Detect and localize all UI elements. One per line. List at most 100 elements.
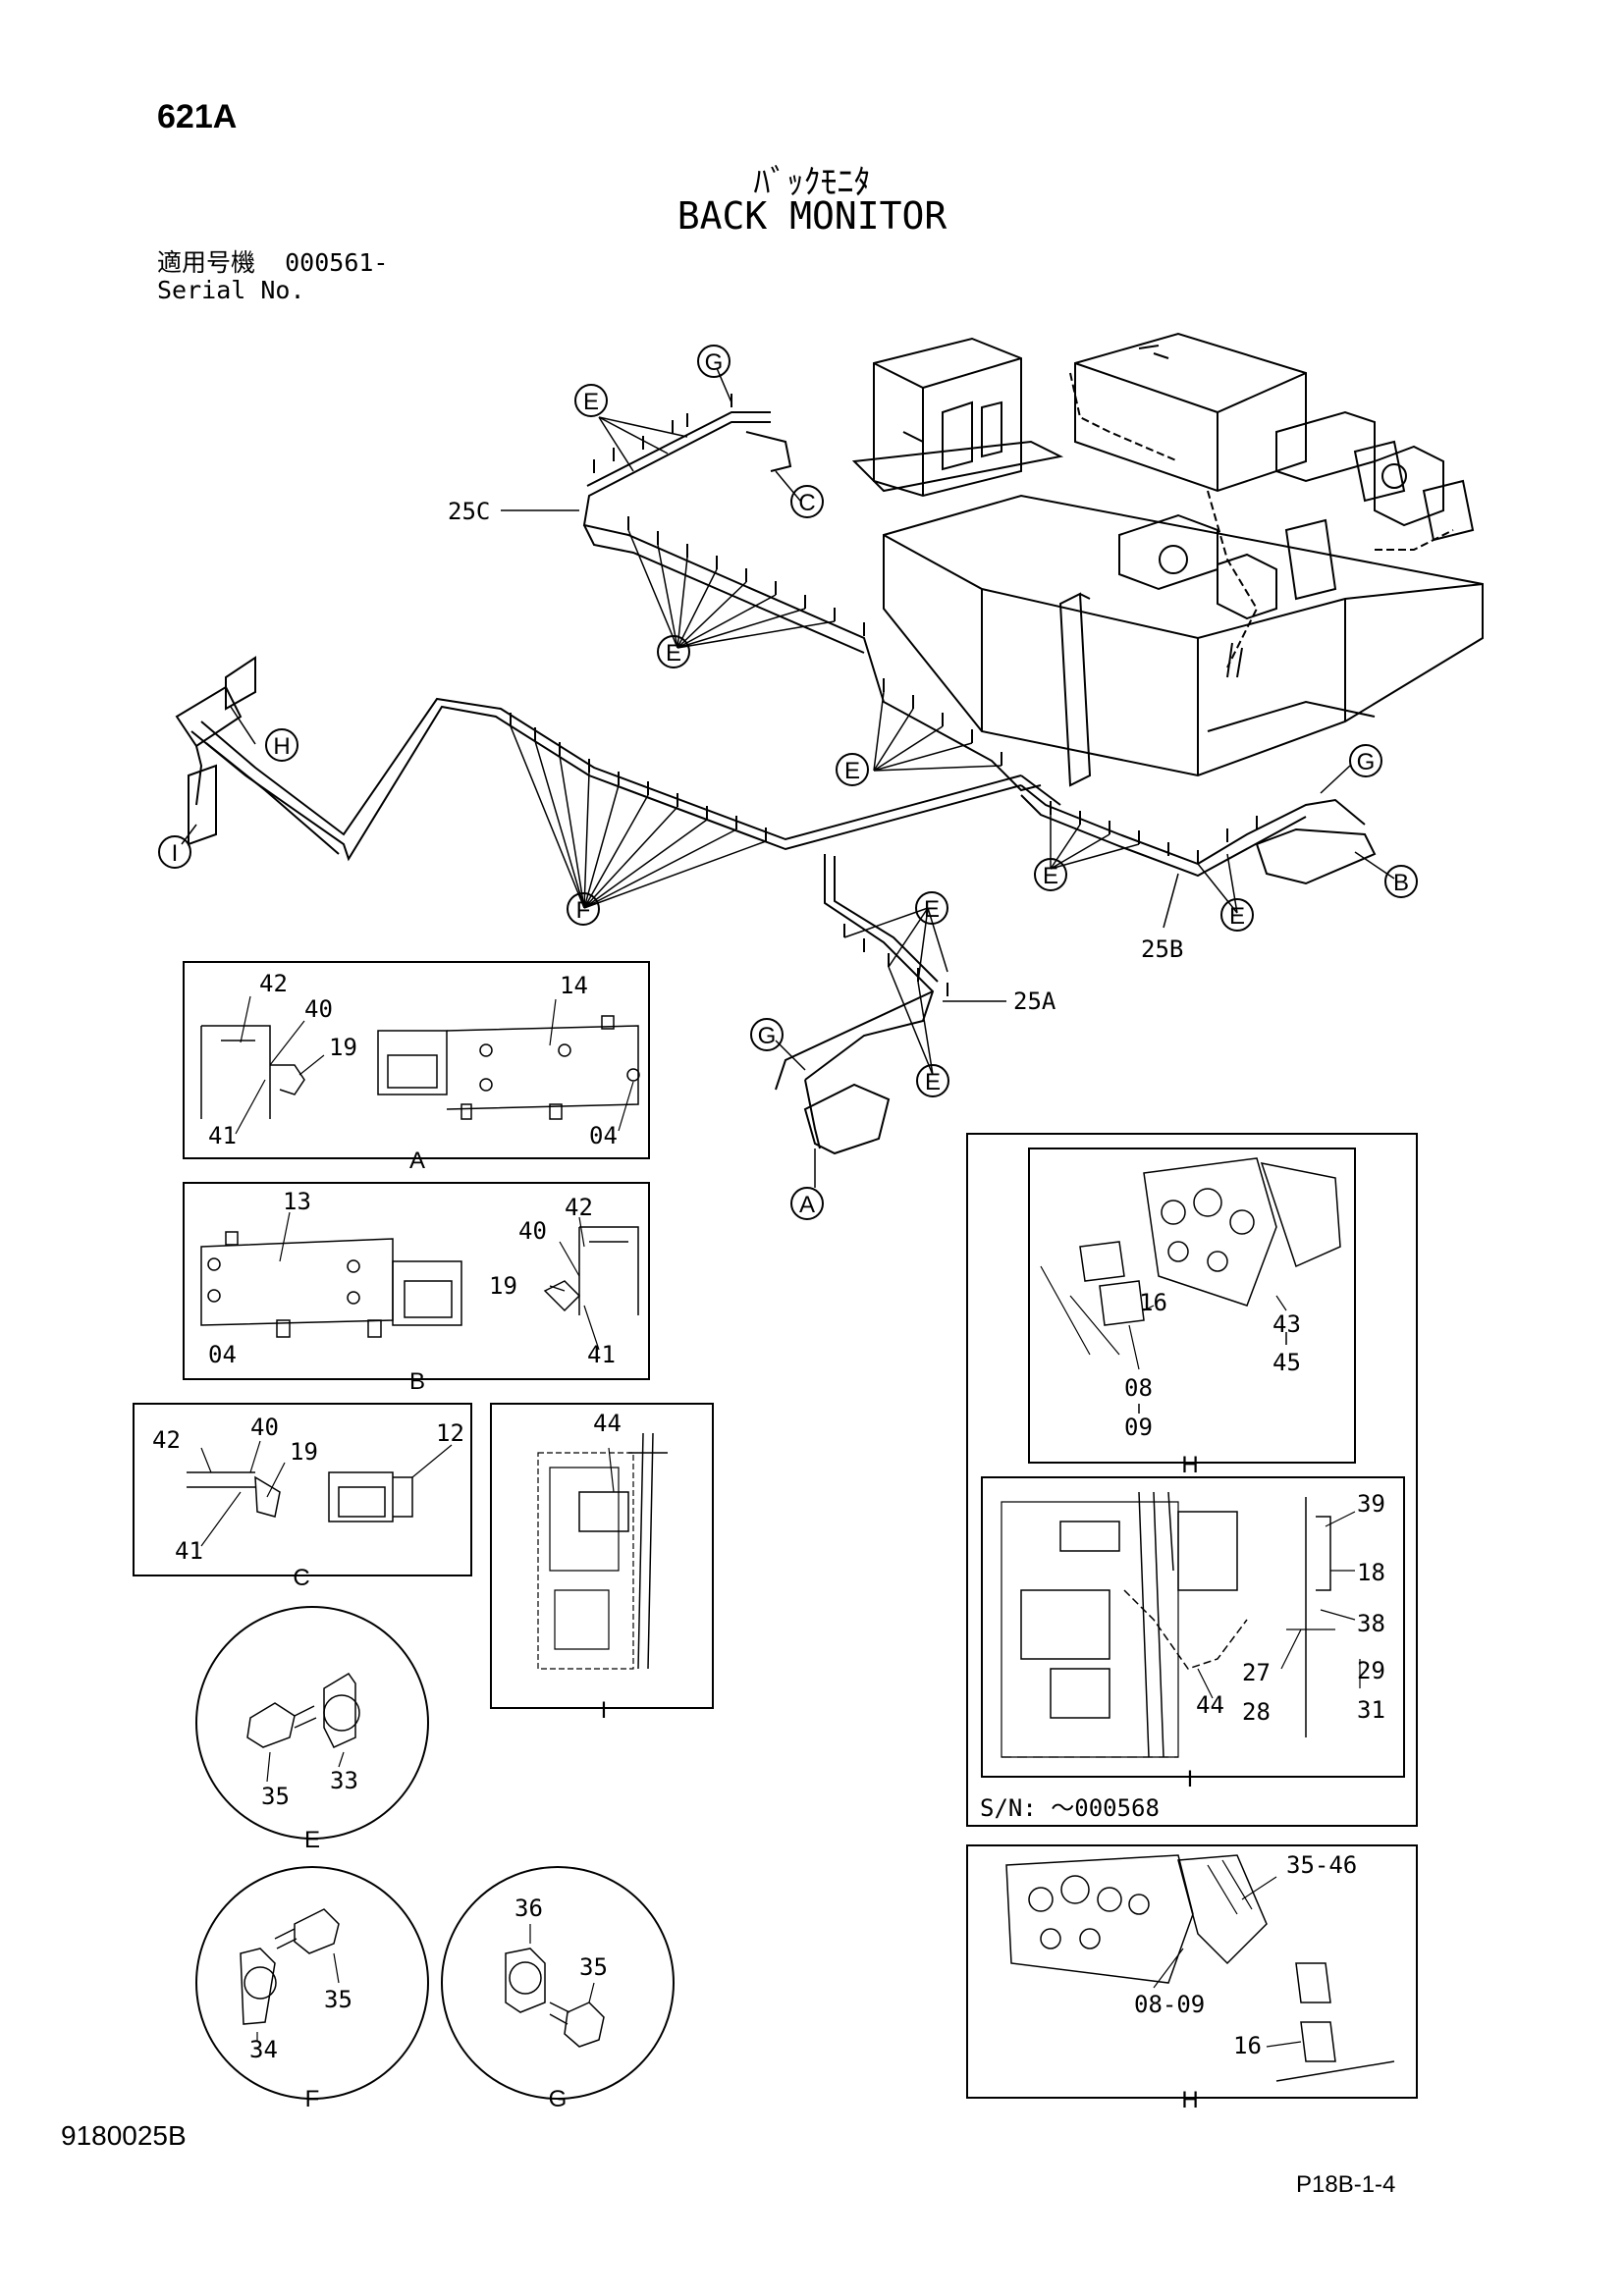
serial-value: 000561- bbox=[285, 248, 389, 277]
callout-e-5 bbox=[915, 891, 948, 925]
detail-h-top-part-45: 45 bbox=[1272, 1349, 1301, 1376]
detail-a: 42 40 19 14 41 04 A bbox=[183, 961, 650, 1174]
detail-a-caption: A bbox=[409, 1148, 425, 1174]
detail-c-part-40: 40 bbox=[250, 1414, 279, 1441]
svg-text:G: G bbox=[705, 349, 724, 376]
detail-i-small-part-44: 44 bbox=[593, 1410, 622, 1437]
detail-h-bottom: 35-46 08-09 16 H bbox=[966, 1844, 1418, 2113]
detail-i-large-part-29: 29 bbox=[1357, 1657, 1385, 1684]
title-japanese: ﾊﾞｯｸﾓﾆﾀ bbox=[753, 163, 871, 202]
page-code: 621A bbox=[157, 98, 238, 135]
detail-f-caption: F bbox=[305, 2086, 320, 2112]
detail-i-large-part-31: 31 bbox=[1357, 1696, 1385, 1724]
detail-i-large-part-39: 39 bbox=[1357, 1490, 1385, 1518]
callout-e-2 bbox=[657, 635, 690, 668]
callout-e-1 bbox=[574, 384, 608, 417]
detail-c-part-41: 41 bbox=[175, 1537, 203, 1565]
detail-b-part-04: 04 bbox=[208, 1341, 237, 1368]
svg-text:H: H bbox=[273, 733, 290, 760]
callout-g-top bbox=[697, 345, 731, 378]
detail-i-small-caption: I bbox=[601, 1697, 608, 1724]
callout-i bbox=[158, 835, 191, 869]
detail-f-part-34: 34 bbox=[249, 2036, 278, 2063]
detail-h-bottom-part-35-46: 35-46 bbox=[1286, 1851, 1357, 1879]
detail-h-top-part-16: 16 bbox=[1139, 1289, 1167, 1316]
page-title: BACK MONITOR bbox=[677, 194, 947, 238]
callout-circles bbox=[158, 345, 1418, 1220]
callout-e-7 bbox=[916, 1064, 949, 1097]
detail-a-part-19: 19 bbox=[329, 1034, 357, 1061]
callout-g-right bbox=[1349, 744, 1382, 777]
detail-h-top-caption: H bbox=[1181, 1452, 1198, 1478]
detail-b-caption: B bbox=[409, 1368, 425, 1395]
detail-a-part-40: 40 bbox=[304, 995, 333, 1023]
svg-text:F: F bbox=[576, 897, 591, 924]
detail-b: 13 40 42 19 04 41 B bbox=[183, 1182, 650, 1395]
serial-note: S/N: ～000568 bbox=[980, 1794, 1160, 1822]
callout-f bbox=[567, 892, 600, 926]
detail-a-part-41: 41 bbox=[208, 1122, 237, 1149]
detail-e-part-35: 35 bbox=[261, 1783, 290, 1810]
detail-g-part-36: 36 bbox=[514, 1895, 543, 1922]
svg-text:I: I bbox=[172, 840, 179, 867]
drawing-number: 9180025B bbox=[61, 2120, 187, 2151]
svg-text:G: G bbox=[758, 1023, 777, 1049]
detail-h-top-part-08: 08 bbox=[1124, 1374, 1153, 1402]
right-panel: 16 43 45 08 09 H 39 18 38 27 28 29 31 44… bbox=[966, 1133, 1418, 1827]
svg-text:E: E bbox=[583, 389, 599, 415]
serial-block: 適用号機 000561- Serial No. bbox=[157, 249, 388, 304]
harness-clips bbox=[510, 394, 1258, 996]
detail-e-caption: E bbox=[304, 1827, 320, 1853]
callout-leaders bbox=[181, 367, 1395, 1188]
detail-i-large-part-44: 44 bbox=[1196, 1691, 1224, 1719]
detail-f: 35 34 F bbox=[195, 1866, 429, 2112]
detail-i-large-part-27: 27 bbox=[1242, 1659, 1271, 1686]
svg-text:B: B bbox=[1393, 870, 1409, 896]
detail-a-part-42: 42 bbox=[259, 970, 288, 997]
main-harness bbox=[175, 411, 1377, 1155]
detail-h-bottom-part-08-09: 08-09 bbox=[1134, 1991, 1205, 2018]
detail-e: 35 33 E bbox=[195, 1606, 429, 1853]
svg-text:E: E bbox=[666, 640, 681, 667]
detail-i-large-part-38: 38 bbox=[1357, 1610, 1385, 1637]
detail-h-top-part-09: 09 bbox=[1124, 1414, 1153, 1441]
detail-f-part-35: 35 bbox=[324, 1986, 352, 2013]
detail-b-part-40: 40 bbox=[518, 1217, 547, 1245]
svg-text:E: E bbox=[924, 896, 940, 923]
detail-c-part-19: 19 bbox=[290, 1438, 318, 1466]
callout-e-4 bbox=[1034, 858, 1067, 891]
detail-g: 36 35 G bbox=[441, 1866, 675, 2112]
svg-text:E: E bbox=[1229, 903, 1245, 930]
detail-i-large-caption: I bbox=[1187, 1766, 1194, 1792]
detail-e-part-33: 33 bbox=[330, 1767, 358, 1794]
detail-g-caption: G bbox=[549, 2086, 568, 2112]
page-reference: P18B-1-4 bbox=[1296, 2171, 1396, 2198]
detail-b-part-13: 13 bbox=[283, 1188, 311, 1215]
detail-b-part-19: 19 bbox=[489, 1272, 517, 1300]
callout-h bbox=[265, 728, 298, 762]
detail-i-large-part-18: 18 bbox=[1357, 1559, 1385, 1586]
detail-b-part-42: 42 bbox=[565, 1194, 593, 1221]
callout-c bbox=[790, 485, 824, 518]
callout-e-6 bbox=[1220, 898, 1254, 932]
machine-illustration bbox=[851, 332, 1484, 787]
detail-c-caption: C bbox=[293, 1565, 309, 1591]
svg-text:E: E bbox=[844, 758, 860, 784]
detail-h-top-part-43: 43 bbox=[1272, 1310, 1301, 1338]
serial-label-jp: 適用号機 bbox=[157, 248, 256, 277]
svg-text:C: C bbox=[798, 490, 815, 516]
detail-i-large-part-28: 28 bbox=[1242, 1698, 1271, 1726]
detail-a-part-14: 14 bbox=[560, 972, 588, 999]
serial-label-en: Serial No. bbox=[157, 276, 305, 304]
label-25c: 25C bbox=[448, 498, 490, 525]
svg-text:G: G bbox=[1357, 749, 1376, 775]
detail-h-bottom-caption: H bbox=[1181, 2087, 1198, 2113]
detail-g-part-35: 35 bbox=[579, 1953, 608, 1981]
detail-c: 42 40 19 12 41 C bbox=[133, 1403, 472, 1591]
label-25b: 25B bbox=[1141, 935, 1183, 963]
svg-text:E: E bbox=[1043, 863, 1058, 889]
callout-g-lower bbox=[750, 1018, 784, 1051]
svg-text:E: E bbox=[925, 1069, 941, 1095]
label-25a: 25A bbox=[1013, 988, 1056, 1015]
